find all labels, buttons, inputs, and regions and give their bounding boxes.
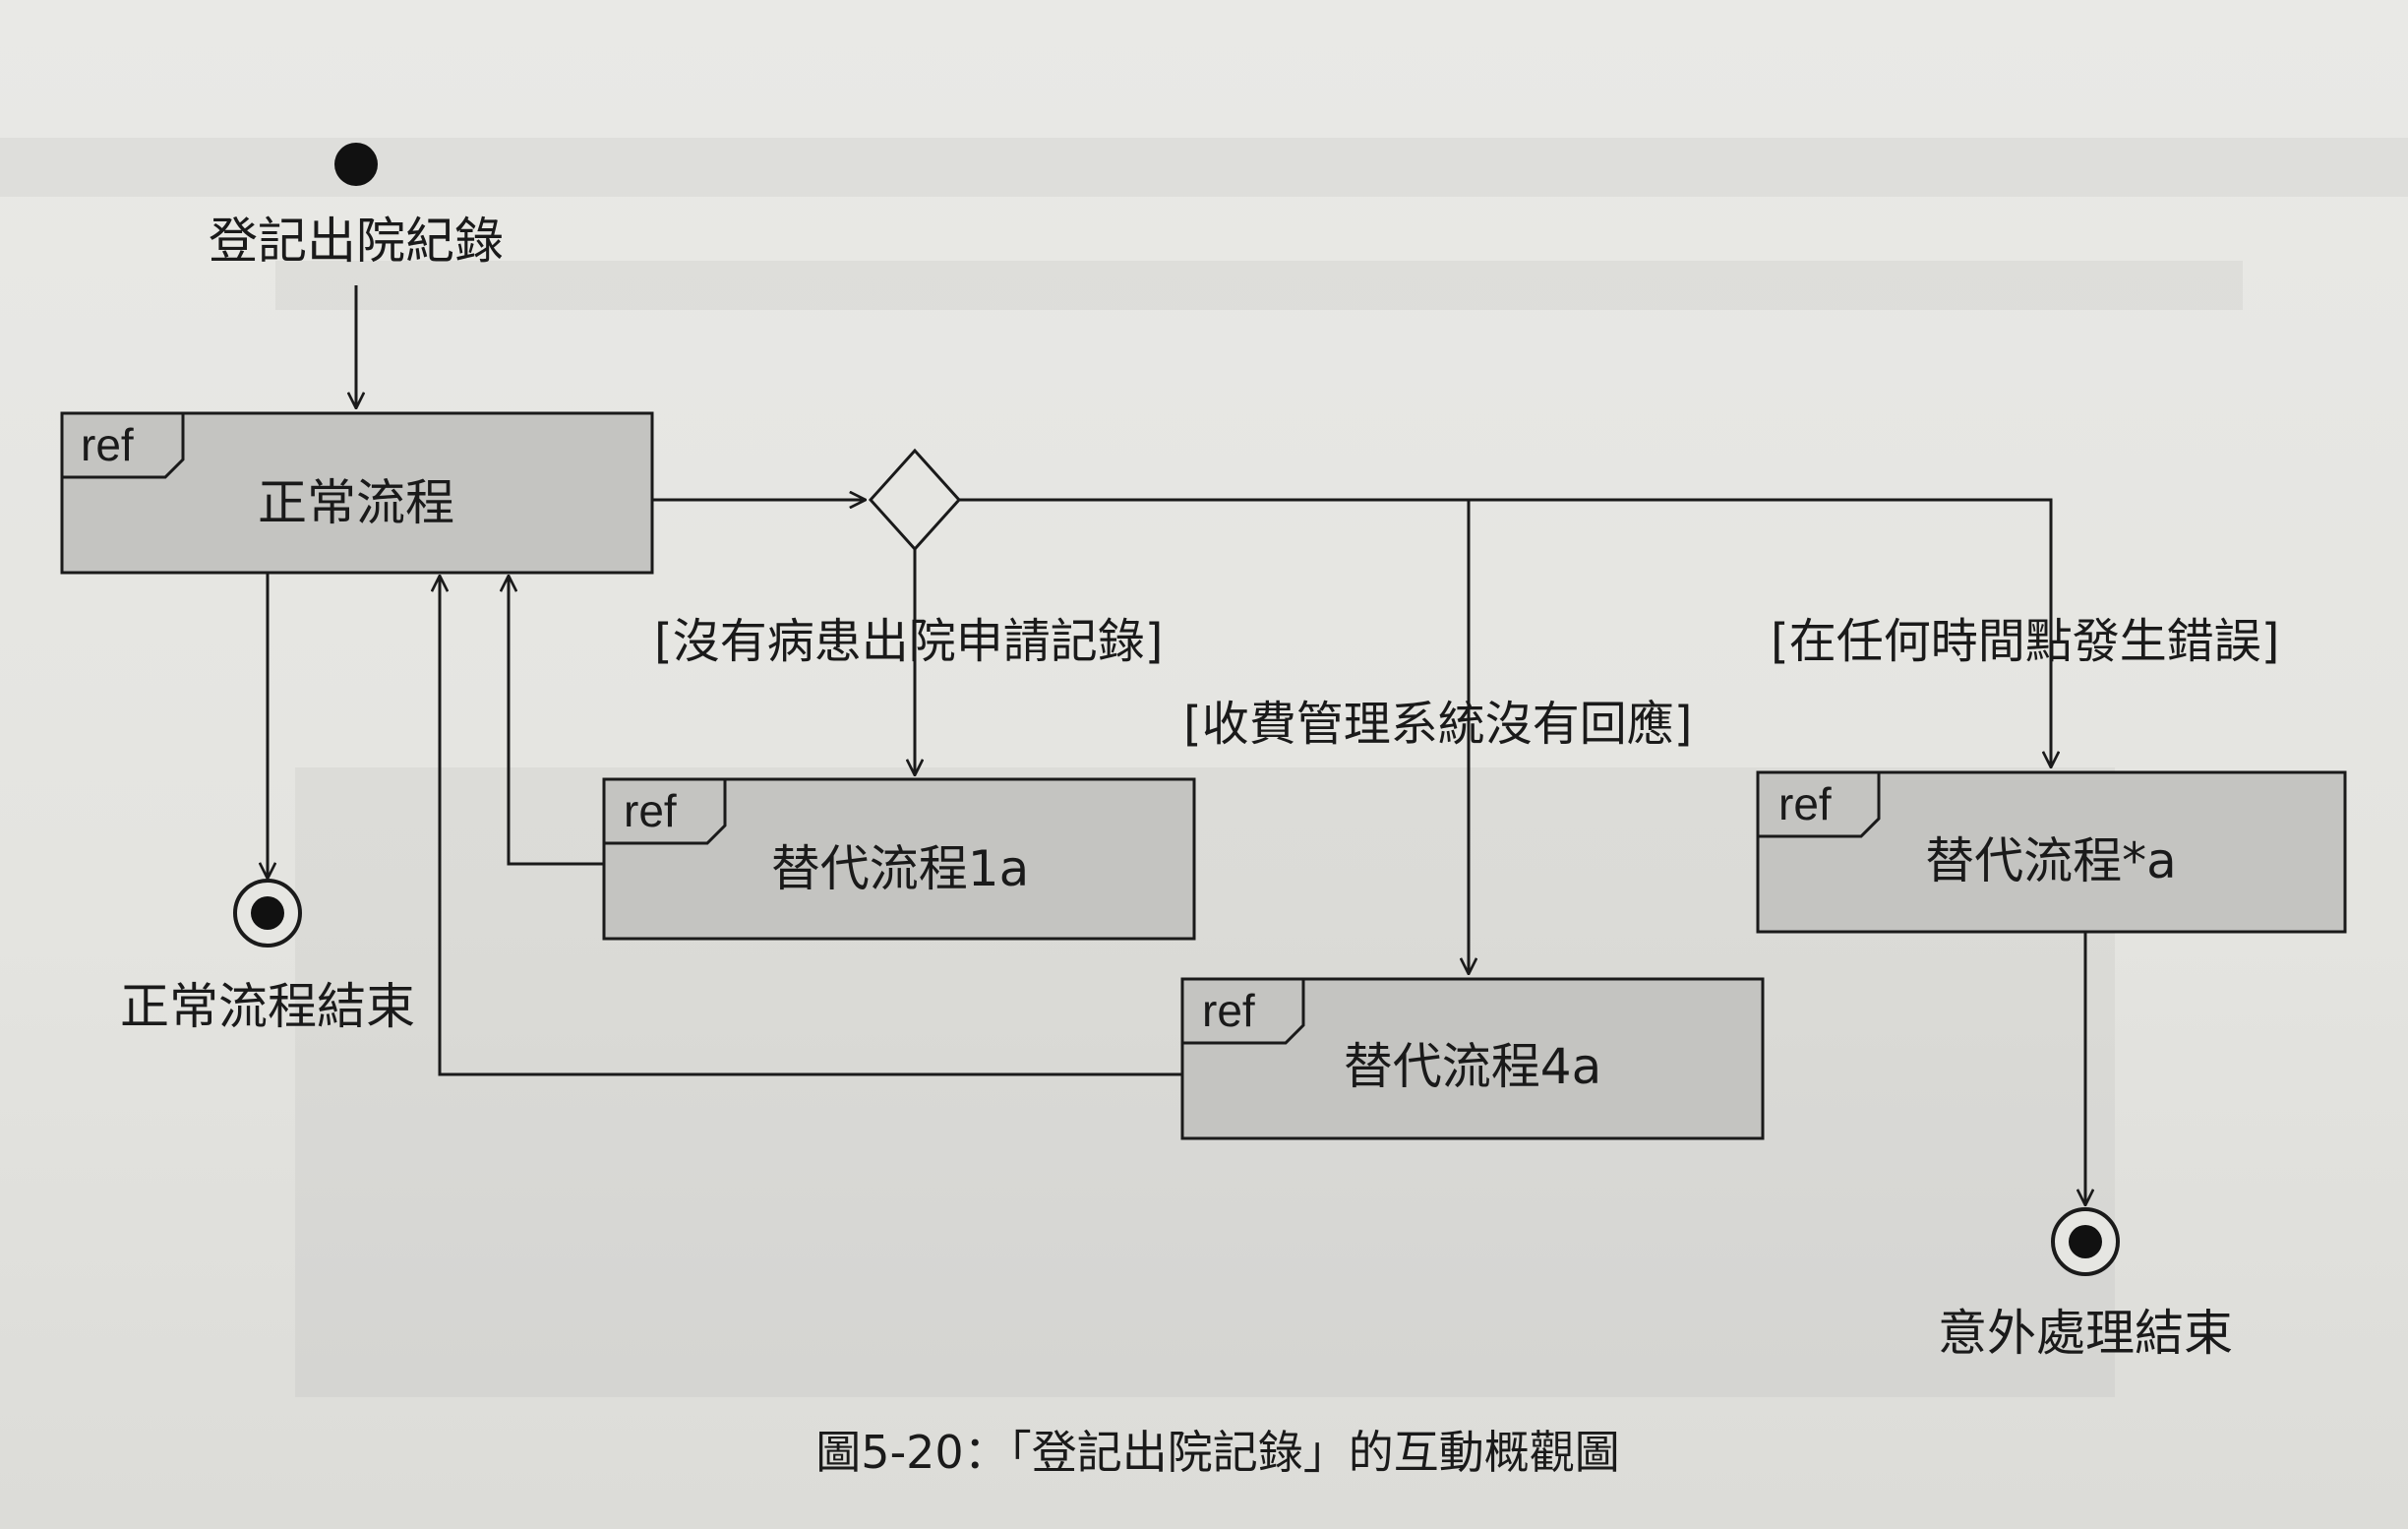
fragment-alt-4a: ref 替代流程4a: [1180, 977, 1765, 1140]
exception-end-label: 意外處理結束: [1938, 1305, 2233, 1362]
fragment-label: 替代流程*a: [1925, 832, 2177, 889]
final-node-normal: [233, 879, 302, 948]
fragment-label: 替代流程1a: [771, 840, 1029, 897]
fragment-alt-star-a: ref 替代流程*a: [1756, 770, 2347, 934]
guard-billing-no-response: [收費管理系統沒有回應]: [1183, 697, 1692, 752]
background-bleed: [0, 138, 2408, 1397]
edge-alt1a-return: [509, 576, 604, 866]
fragment-alt-1a: ref 替代流程1a: [602, 777, 1196, 941]
final-node-exception: [2051, 1207, 2120, 1276]
normal-end-label: 正常流程結束: [120, 978, 415, 1035]
decision-node: [868, 448, 962, 552]
fragment-tag: ref: [1778, 778, 1832, 829]
guard-error-any-time: [在任何時間點發生錯誤]: [1771, 614, 2279, 669]
fragment-tag: ref: [624, 785, 677, 836]
start-label: 登記出院紀錄: [209, 213, 504, 270]
fragment-tag: ref: [81, 419, 134, 470]
initial-node: [334, 143, 378, 186]
fragment-label: 正常流程: [258, 474, 454, 531]
fragment-normal-flow: ref 正常流程: [60, 411, 654, 575]
guard-no-discharge-record: [沒有病患出院申請記錄]: [654, 614, 1163, 669]
figure-caption: 圖5-20：「登記出院記錄」的互動概觀圖: [815, 1426, 1619, 1479]
fragment-label: 替代流程4a: [1344, 1038, 1601, 1095]
edge-alt4a-return: [440, 576, 1182, 1076]
fragment-tag: ref: [1202, 985, 1255, 1036]
edge-decision-trunk: [959, 498, 2051, 767]
